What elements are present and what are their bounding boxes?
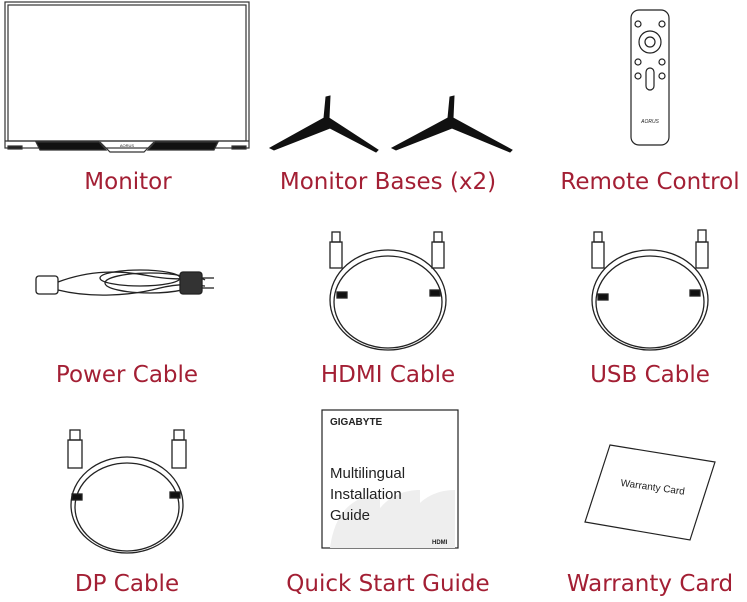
label-monitor-bases: Monitor Bases (x2) [279,169,497,195]
monitor-bases-illustration [268,95,513,153]
power-cable-illustration [35,269,214,296]
label-dp-cable: DP Cable [74,571,180,597]
svg-text:GIGABYTE: GIGABYTE [330,417,383,428]
svg-text:Guide: Guide [330,507,370,524]
quick-start-guide-illustration: GIGABYTE Multilingual Installation Guide… [321,409,459,549]
svg-text:AORUS: AORUS [640,119,659,125]
svg-text:HDMI: HDMI [432,540,448,546]
svg-text:Multilingual: Multilingual [330,465,405,482]
label-usb-cable: USB Cable [590,362,710,388]
label-remote-control: Remote Control [560,169,740,195]
svg-text:AORUS: AORUS [120,143,135,148]
warranty-card-illustration: Warranty Card [584,444,716,541]
remote-control-illustration: AORUS [630,9,670,146]
label-warranty-card: Warranty Card [566,571,734,597]
label-quick-start-guide: Quick Start Guide [286,571,490,597]
label-power-cable: Power Cable [55,362,199,388]
monitor-illustration: AORUS [4,1,250,153]
svg-text:Installation: Installation [330,486,402,503]
label-monitor: Monitor [84,169,172,195]
label-hdmi-cable: HDMI Cable [320,362,456,388]
hdmi-cable-illustration [329,231,447,351]
usb-cable-illustration [591,229,709,351]
dp-cable-illustration [67,429,187,554]
